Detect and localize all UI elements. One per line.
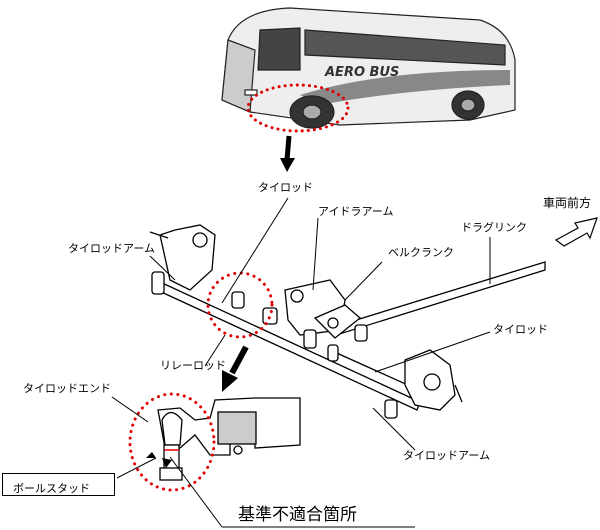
label-tie-rod-right: タイロッド [493,323,548,336]
label-tie-rod-arm-left: タイロッドアーム [68,242,156,255]
tie-rod-highlight [206,271,274,339]
detail-arrow-icon [222,345,249,392]
forward-arrow-icon [554,217,598,247]
label-ball-stud: ボールスタッド [2,473,115,496]
label-drag-link: ドラグリンク [461,221,527,234]
leader-lines [111,197,491,528]
label-tie-rod-arm-bottom: タイロッドアーム [403,449,491,462]
label-nonconforming-point: 基準不適合箇所 [238,505,357,525]
steering-linkage [149,224,546,481]
tie-rod-end-highlight [128,392,216,492]
label-tie-rod-end: タイロッドエンド [23,382,111,395]
down-arrow-icon [280,135,295,172]
bus-logo: AERO BUS [324,65,399,80]
bus-illustration [221,7,516,129]
label-vehicle-forward: 車両前方 [543,196,592,210]
label-tie-rod-top: タイロッド [258,181,313,194]
label-idler-arm: アイドラアーム [318,205,394,218]
bus-wheel-highlight [246,83,350,133]
label-bell-crank: ベルクランク [388,246,454,259]
label-relay-rod: リレーロッド [160,359,226,372]
